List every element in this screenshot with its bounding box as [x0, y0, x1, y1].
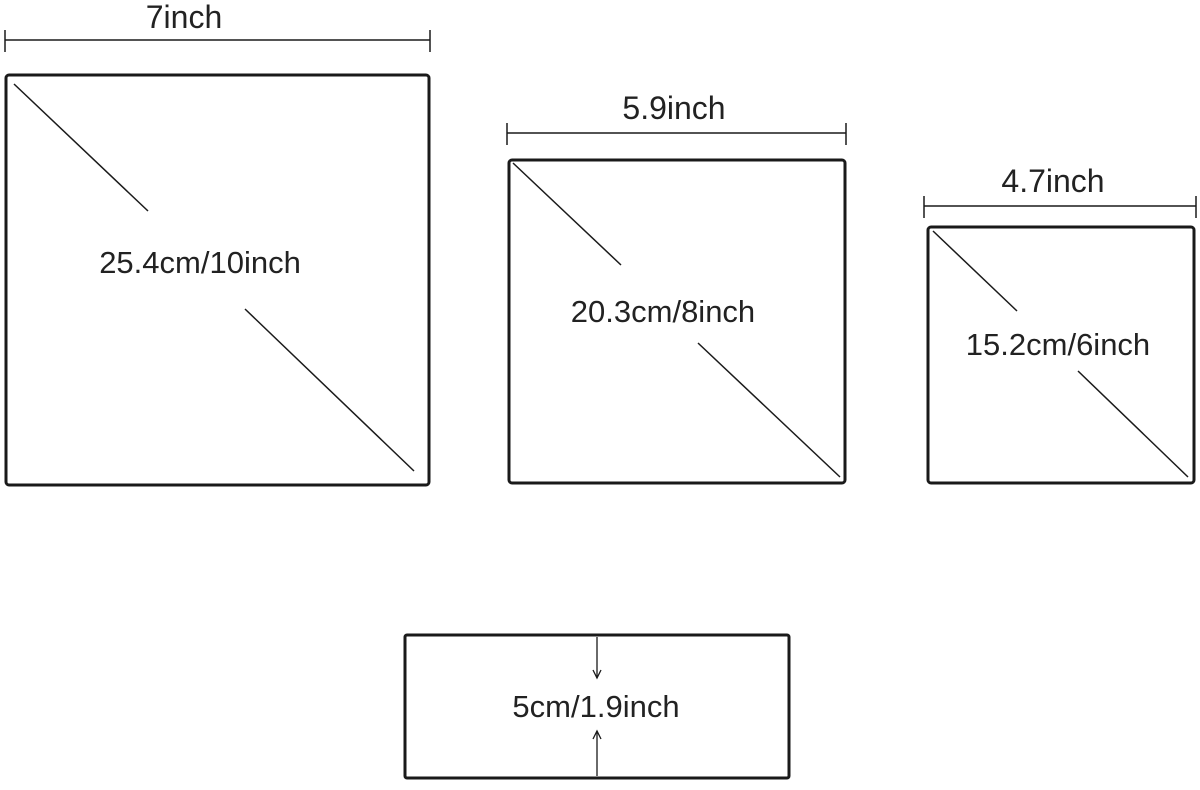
height-box-group: 5cm/1.9inch	[403, 633, 791, 780]
large-diagonal-lower	[244, 308, 415, 472]
height-arrow-top	[592, 637, 602, 680]
large-diagonal-label: 25.4cm/10inch	[99, 245, 301, 280]
medium-diagonal-label: 20.3cm/8inch	[571, 294, 755, 329]
height-arrow-bottom-head	[592, 729, 602, 740]
height-arrow-bottom	[592, 729, 602, 776]
small-box-group: 4.7inch 15.2cm/6inch	[923, 163, 1197, 485]
medium-box-outline	[507, 158, 847, 485]
medium-diagonal-upper	[512, 162, 622, 266]
height-box-outline	[403, 633, 791, 780]
large-width-dimension	[4, 30, 431, 52]
height-arrow-top-head	[592, 669, 602, 680]
medium-diagonal-lower	[697, 342, 841, 478]
medium-box-group: 5.9inch 20.3cm/8inch	[506, 90, 847, 485]
large-box-group: 7inch 25.4cm/10inch	[4, 0, 431, 487]
small-diagonal-label: 15.2cm/6inch	[966, 327, 1150, 362]
medium-width-dimension	[506, 123, 847, 145]
large-diagonal-upper	[13, 83, 149, 212]
small-box-outline	[926, 225, 1196, 485]
height-label: 5cm/1.9inch	[512, 689, 679, 724]
medium-width-label: 5.9inch	[622, 90, 725, 126]
large-width-label: 7inch	[146, 0, 223, 35]
small-diagonal-lower	[1077, 370, 1189, 478]
small-diagonal-upper	[932, 230, 1018, 312]
small-width-label: 4.7inch	[1001, 163, 1104, 199]
large-box-outline	[4, 73, 431, 487]
small-width-dimension	[923, 196, 1197, 218]
